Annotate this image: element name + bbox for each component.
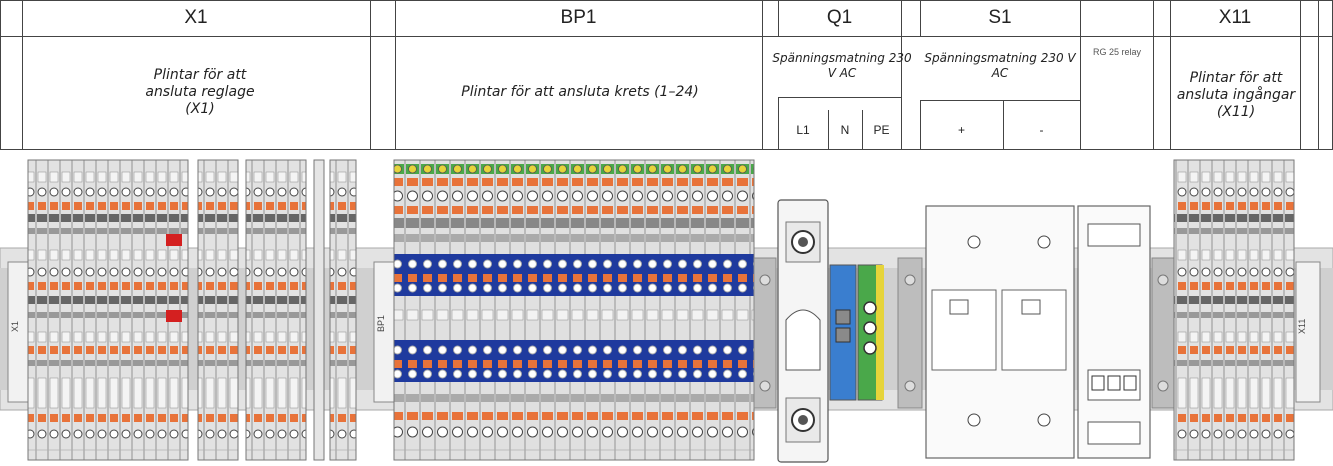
end-stop [753,257,777,409]
x1-tag: X1 [184,7,208,28]
x11-terminal-block: X11 [1173,159,1321,461]
col-line [1318,0,1319,150]
table-divider [0,36,1333,37]
q1-terminal-divider [778,97,901,98]
x1-terminal-block: X1 [7,159,357,461]
q1-description: Spänningsmatning 230 V AC [772,51,912,80]
bp1-terminal-block: BP1 [373,159,755,461]
s1-power-supply [925,205,1075,459]
x1-rail-label: X1 [10,321,20,332]
red-jumper [166,234,182,246]
bp1-rail-label: BP1 [376,315,386,332]
col-line [920,100,921,150]
col-line [778,0,779,36]
s1-tag: S1 [988,7,1012,28]
relay-description: RG 25 relay [1092,47,1142,57]
x11-rail-label: X11 [1297,319,1307,334]
col-line [762,0,763,150]
bp1-description: Plintar för att ansluta krets (1–24) [461,83,699,100]
col-line [0,0,1,150]
q1-cell-line [862,110,863,150]
col-line [1080,0,1081,150]
col-line [1170,0,1171,150]
q1-circuit-breaker [777,199,829,463]
x1-description: Plintar för att ansluta reglage (X1) [145,66,255,117]
terminal-pe: PE [873,123,890,137]
col-line [22,0,23,150]
col-line [920,0,921,36]
col-line [1300,0,1301,150]
col-line [778,97,779,150]
red-jumper [166,310,182,322]
terminal-l1: L1 [796,123,810,137]
s1-terminal-divider [920,100,1080,101]
relay-module [1077,205,1151,459]
col-line [1003,100,1004,150]
q1-cell-line [828,110,829,150]
s1-description: Spänningsmatning 230 V AC [924,51,1076,80]
table-border-bottom [0,149,1333,150]
col-line [901,0,902,150]
col-line [395,0,396,150]
x11-tag: X11 [1218,7,1252,28]
q1-tag: Q1 [826,7,853,28]
terminal-n: N [840,123,850,137]
col-line [1153,0,1154,150]
terminal-minus: - [1039,123,1044,137]
din-rail-illustration: X1 BP1 [0,159,1333,463]
x11-description: Plintar för att ansluta ingångar (X11) [1176,69,1296,120]
bp1-tag: BP1 [560,7,597,28]
terminal-plus: + [957,123,965,137]
col-line [370,0,371,150]
header-table: X1 BP1 Q1 S1 X11 Plintar för att ansluta… [0,0,1333,150]
table-border-top [0,0,1333,1]
